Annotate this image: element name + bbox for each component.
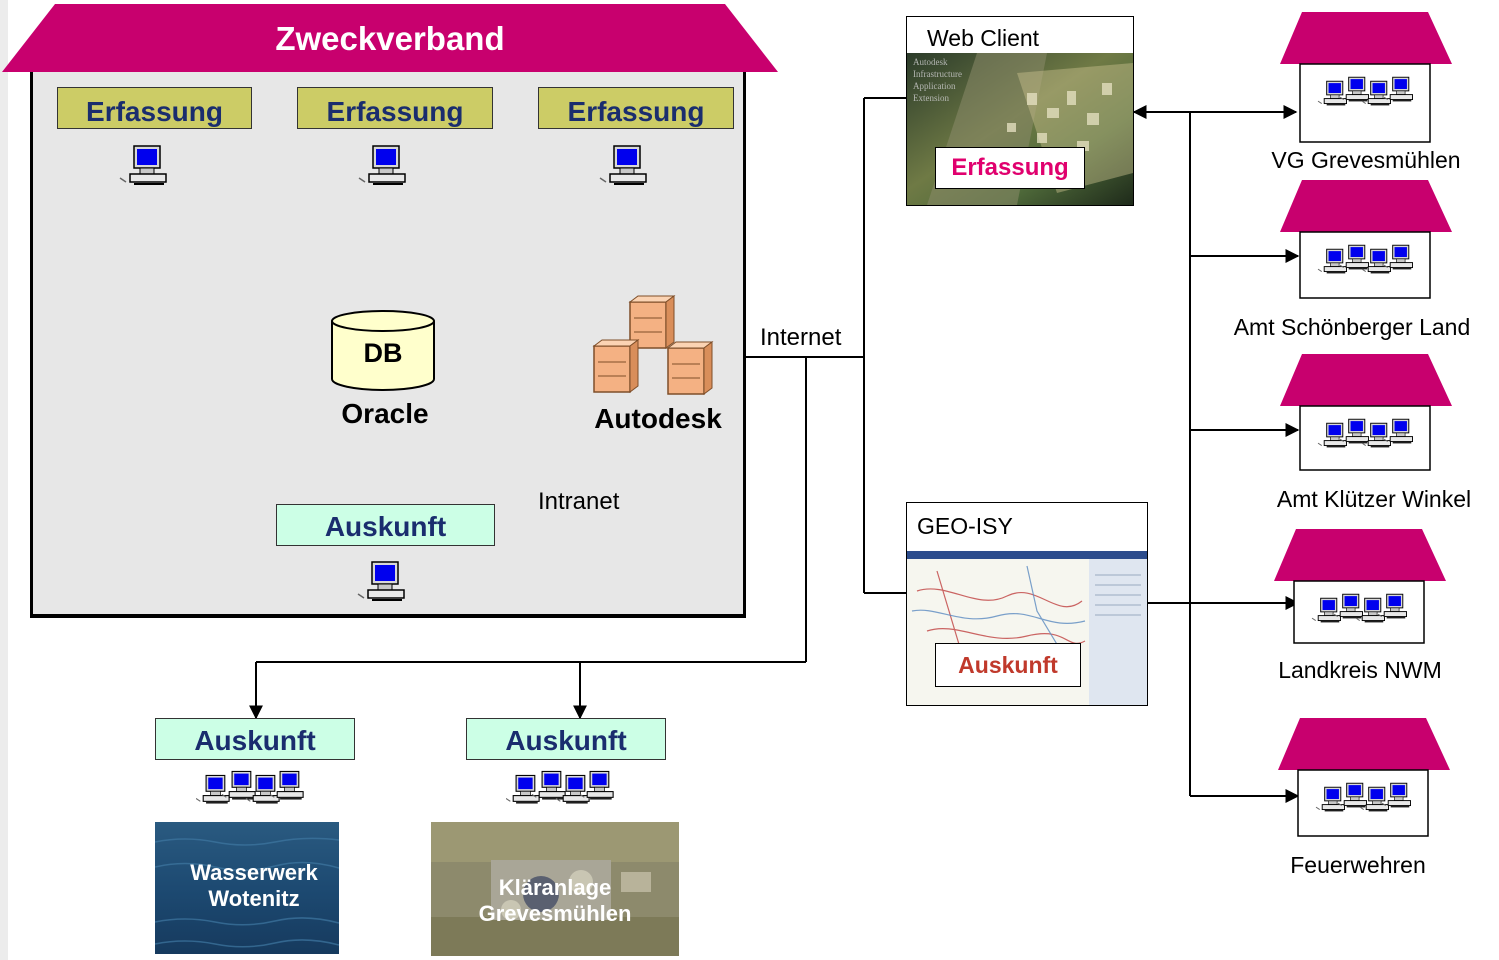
svg-text:Extension: Extension <box>913 93 949 103</box>
workstation-group-icon <box>506 770 614 804</box>
erfassung-box-1[interactable]: Erfassung <box>57 87 252 129</box>
workstation-group-icon <box>196 770 304 804</box>
web-client-title: Web Client <box>927 25 1040 51</box>
workstation-group-icon <box>1317 418 1413 448</box>
svg-text:Autodesk: Autodesk <box>913 57 948 67</box>
server-icon <box>666 341 714 395</box>
klaeranlage-caption: Kläranlage Grevesmühlen <box>478 875 632 926</box>
workstation-icon <box>358 145 406 185</box>
zweckverband-roof <box>2 4 778 72</box>
auskunft-box-internal[interactable]: Auskunft <box>276 504 495 546</box>
db-label: DB <box>363 338 403 368</box>
server-cluster-icon <box>592 295 714 395</box>
workstation-icon <box>599 145 647 185</box>
geo-isy-panel: GEO-ISY Auskunft <box>906 502 1148 706</box>
geo-isy-title: GEO-ISY <box>917 513 1013 539</box>
wasserwerk-caption: Wasserwerk Wotenitz <box>190 860 318 911</box>
autodesk-label: Autodesk <box>594 403 722 434</box>
server-icon <box>592 339 640 393</box>
workstation-group-icon <box>1317 244 1413 274</box>
database-icon <box>331 310 435 391</box>
workstation-group-icon <box>1315 782 1411 812</box>
internet-label: Internet <box>760 324 842 351</box>
svg-text:Infrastructure: Infrastructure <box>913 69 962 79</box>
org-label-landkreis-nwm: Landkreis NWM <box>1278 657 1442 683</box>
house-icon <box>1280 12 1452 143</box>
geo-isy-auskunft-button[interactable]: Auskunft <box>935 643 1081 687</box>
erfassung-box-2[interactable]: Erfassung <box>297 87 493 129</box>
intranet-label: Intranet <box>538 488 620 515</box>
auskunft-box-wasserwerk[interactable]: Auskunft <box>155 718 355 760</box>
workstation-icon <box>119 145 167 185</box>
workstation-icon <box>357 561 405 601</box>
org-label-schoenberger-land: Amt Schönberger Land <box>1233 314 1471 340</box>
house-icon <box>1274 529 1446 644</box>
org-label-vg-grevesmuehlen: VG Grevesmühlen <box>1271 147 1461 173</box>
house-icon <box>1278 718 1450 837</box>
workstation-group-icon <box>1311 593 1407 623</box>
org-label-kluetzer-winkel: Amt Klützer Winkel <box>1276 486 1472 512</box>
house-icon <box>1280 354 1452 471</box>
house-icon <box>1280 180 1452 299</box>
erfassung-box-3[interactable]: Erfassung <box>538 87 734 129</box>
wasserwerk-photo <box>155 822 339 954</box>
workstation-group-icon <box>1317 76 1413 106</box>
klaeranlage-photo <box>431 822 679 956</box>
page-margin <box>0 0 8 960</box>
auskunft-box-klaeranlage[interactable]: Auskunft <box>466 718 666 760</box>
web-client-erfassung-button[interactable]: Erfassung <box>935 147 1085 189</box>
oracle-label: Oracle <box>341 398 429 429</box>
org-label-feuerwehren: Feuerwehren <box>1290 852 1426 878</box>
zweckverband-title: Zweckverband <box>275 20 505 57</box>
svg-text:Application: Application <box>913 81 956 91</box>
